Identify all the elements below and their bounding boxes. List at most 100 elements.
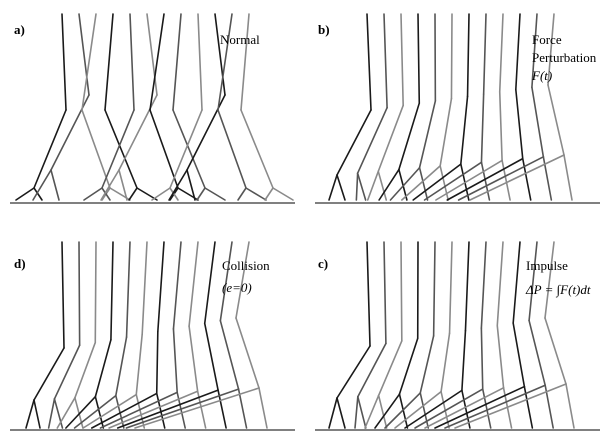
leg-shank-stroke: [157, 332, 158, 394]
leg-foot-stroke: [273, 188, 293, 200]
leg-shank-stroke: [481, 94, 483, 162]
leg-foot-stroke: [337, 175, 345, 200]
leg-thigh-stroke: [484, 14, 486, 94]
leg-shank-stroke: [358, 108, 387, 173]
leg-shank-stroke: [500, 92, 502, 161]
panel-c-letter: c): [318, 256, 328, 271]
panel-b-caption-line-1: Force: [532, 32, 562, 47]
leg-heel-stroke: [329, 398, 337, 428]
leg-heel-stroke: [238, 188, 246, 200]
leg-thigh-stroke: [465, 242, 469, 331]
leg-heel-stroke: [329, 175, 337, 200]
leg-foot-stroke: [205, 188, 225, 200]
panel-b-letter: b): [318, 22, 330, 37]
leg-foot-stroke: [49, 399, 55, 428]
leg-thigh-stroke: [513, 242, 520, 323]
leg-shank-stroke: [513, 323, 524, 386]
leg-thigh-stroke: [189, 242, 198, 326]
leg-thigh-stroke: [205, 242, 215, 323]
leg-thigh-stroke: [173, 14, 181, 110]
leg-thigh-stroke: [434, 242, 435, 336]
leg-thigh-stroke: [418, 14, 419, 103]
panel-a-letter: a): [14, 22, 25, 37]
leg-shank-stroke: [420, 336, 433, 393]
leg-shank-stroke: [548, 85, 564, 155]
leg-shank-stroke: [529, 321, 545, 386]
leg-shank-stroke: [441, 333, 449, 391]
panel-c-caption-line-2: ΔP = ∫F(t)dt: [525, 282, 591, 298]
leg-shank-stroke: [95, 340, 111, 397]
leg-shank-stroke: [218, 110, 246, 188]
leg-shank-stroke: [236, 318, 259, 388]
leg-heel-stroke: [265, 188, 273, 200]
leg-thigh-stroke: [500, 14, 503, 92]
leg-foot-stroke: [84, 188, 102, 200]
leg-thigh-stroke: [481, 242, 486, 328]
leg-shank-stroke: [205, 323, 218, 390]
leg-thigh-stroke: [158, 242, 164, 332]
leg-shank-stroke: [440, 99, 451, 166]
leg-thigh-stroke: [79, 242, 80, 345]
leg-heel-stroke: [566, 384, 574, 428]
leg-foot-stroke: [405, 390, 462, 428]
leg-foot-stroke: [365, 395, 379, 428]
leg-shank-stroke: [461, 96, 468, 164]
panel-d-caption-line-1: Collision: [222, 258, 270, 273]
leg-thigh-stroke: [173, 242, 181, 329]
leg-foot-stroke: [16, 188, 34, 200]
leg-shank-stroke: [462, 331, 466, 391]
leg-thigh-stroke: [497, 242, 503, 326]
leg-thigh-stroke: [384, 242, 386, 343]
leg-foot-stroke: [57, 398, 75, 428]
leg-thigh-stroke: [62, 242, 64, 348]
leg-thigh-stroke: [130, 14, 134, 110]
panel-a-caption-line-1: Normal: [220, 32, 260, 47]
leg-shank-stroke: [241, 110, 273, 188]
panel-d-letter: d): [14, 256, 26, 271]
leg-heel-stroke: [259, 388, 267, 428]
leg-thigh-stroke: [105, 14, 113, 110]
panel-b-caption-line-3: F(t): [531, 68, 552, 83]
leg-foot-stroke: [375, 394, 399, 428]
leg-foot-stroke: [355, 397, 358, 428]
leg-shank-stroke: [420, 101, 436, 168]
leg-shank-stroke: [481, 328, 482, 389]
leg-shank-stroke: [189, 326, 198, 391]
leg-thigh-stroke: [367, 242, 370, 346]
leg-heel-stroke: [129, 188, 137, 200]
panel-c: c) Impulse ΔP = ∫F(t)dt: [315, 242, 600, 430]
leg-shank-stroke: [399, 338, 417, 394]
leg-heel-stroke: [197, 188, 205, 200]
leg-thigh-stroke: [401, 242, 402, 341]
leg-thigh-stroke: [79, 14, 89, 95]
leg-shank-stroke: [54, 345, 79, 399]
leg-thigh-stroke: [198, 14, 202, 110]
leg-thigh-stroke: [62, 14, 66, 110]
leg-heel-stroke: [358, 173, 366, 200]
leg-shank-stroke: [337, 110, 371, 175]
leg-thigh-stroke: [384, 14, 387, 108]
leg-thigh-stroke: [95, 242, 96, 343]
leg-foot-stroke: [92, 393, 157, 428]
leg-thigh-stroke: [367, 14, 371, 110]
leg-shank-stroke: [82, 110, 110, 188]
leg-shank-stroke: [150, 110, 178, 188]
leg-heel-stroke: [399, 170, 407, 200]
panel-d: d) Collision (e=0): [10, 242, 295, 430]
leg-shank-stroke: [399, 103, 419, 169]
leg-shank-stroke: [516, 90, 523, 159]
leg-shank-stroke: [75, 343, 95, 398]
leg-shank-stroke: [497, 326, 503, 388]
leg-shank-stroke: [34, 348, 64, 400]
leg-heel-stroke: [564, 155, 572, 200]
leg-heel-stroke: [51, 170, 59, 200]
leg-thigh-stroke: [142, 242, 147, 334]
leg-thigh-stroke: [147, 14, 157, 95]
leg-thigh-stroke: [451, 14, 452, 99]
leg-heel-stroke: [358, 397, 366, 428]
leg-foot-stroke: [246, 188, 266, 200]
leg-shank-stroke: [337, 346, 370, 398]
leg-thigh-stroke: [215, 14, 225, 95]
panel-b: b) Force Perturbation F(t): [315, 14, 600, 203]
